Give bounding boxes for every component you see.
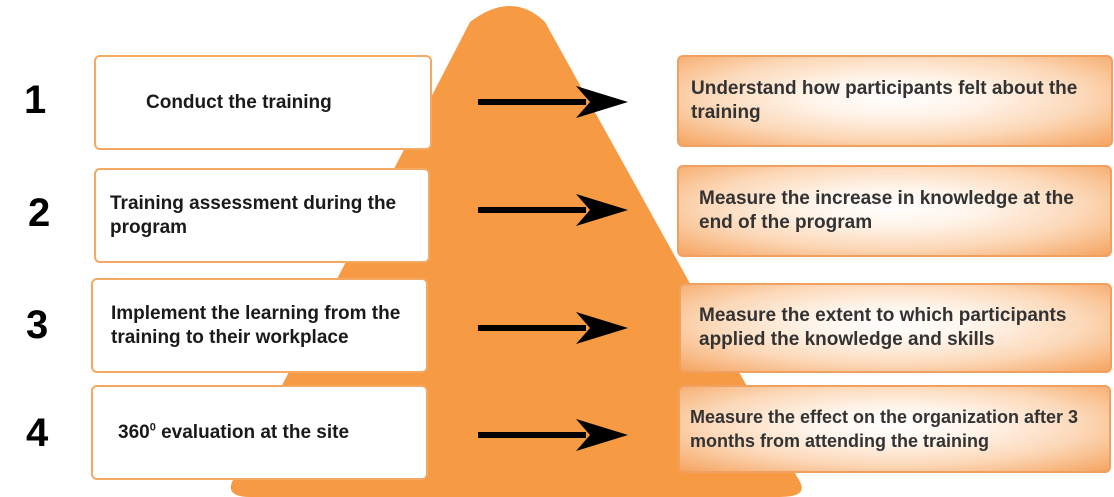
left-box-4-text: 3600 evaluation at the site bbox=[118, 421, 349, 445]
right-box-4-text: Measure the effect on the organization a… bbox=[690, 407, 1079, 451]
right-box-1-text: Understand how participants felt about t… bbox=[691, 78, 1078, 123]
level-number-2: 2 bbox=[28, 191, 51, 235]
left-box-2-text: Training assessment during the program bbox=[110, 192, 397, 238]
level-number-3: 3 bbox=[26, 303, 49, 347]
right-box-3: Measure the extent to which participants… bbox=[679, 283, 1112, 373]
pyramid-background bbox=[230, 6, 802, 497]
left-box-3: Implement the learning from the training… bbox=[91, 278, 428, 373]
arrow-1 bbox=[478, 86, 628, 118]
arrow-3 bbox=[478, 312, 628, 344]
left-box-3-text: Implement the learning from the training… bbox=[111, 302, 401, 348]
right-box-4: Measure the effect on the organization a… bbox=[678, 385, 1111, 473]
level-number-1: 1 bbox=[24, 78, 47, 122]
left-box-4-prefix: 360 bbox=[118, 421, 150, 443]
right-box-2: Measure the increase in knowledge at the… bbox=[677, 165, 1112, 257]
left-box-2: Training assessment during the program bbox=[94, 168, 430, 263]
arrow-4 bbox=[478, 419, 628, 451]
right-box-2-text: Measure the increase in knowledge at the… bbox=[699, 188, 1074, 233]
right-box-1: Understand how participants felt about t… bbox=[677, 55, 1113, 147]
left-box-4-suffix: evaluation at the site bbox=[155, 421, 350, 443]
left-box-4-superscript: 0 bbox=[149, 421, 156, 434]
right-box-3-text: Measure the extent to which participants… bbox=[699, 305, 1067, 350]
left-box-1: Conduct the training bbox=[94, 55, 432, 150]
arrow-2 bbox=[478, 194, 628, 226]
level-number-4: 4 bbox=[26, 411, 49, 455]
left-box-1-text: Conduct the training bbox=[146, 91, 332, 113]
left-box-4: 3600 evaluation at the site bbox=[91, 385, 428, 480]
